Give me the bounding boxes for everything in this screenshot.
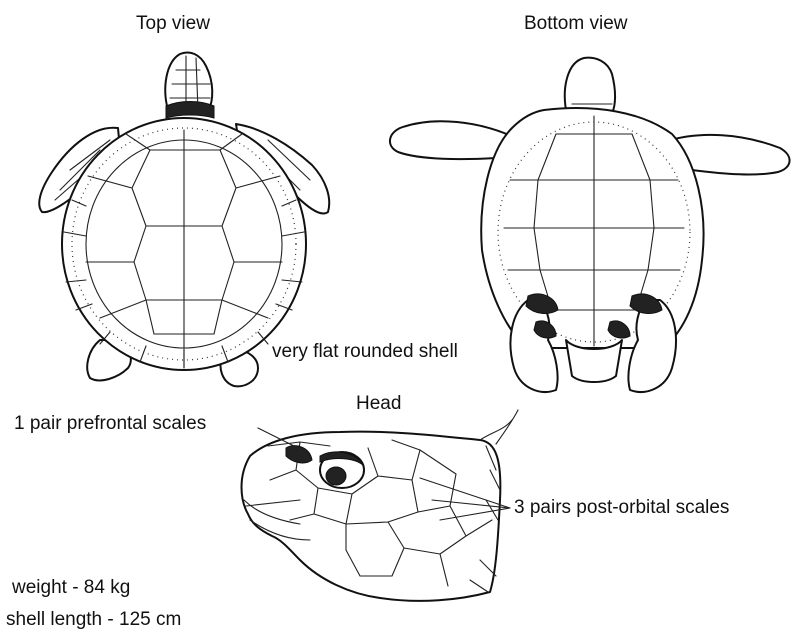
bottom-view-label: Bottom view bbox=[524, 14, 627, 33]
shell-length-label: shell length - 125 cm bbox=[6, 610, 181, 629]
shell-note-label: very flat rounded shell bbox=[272, 342, 458, 361]
bottom-head bbox=[565, 58, 615, 114]
prefrontal-label: 1 pair prefrontal scales bbox=[14, 414, 206, 433]
head-label: Head bbox=[356, 394, 401, 413]
postorbital-label: 3 pairs post-orbital scales bbox=[514, 498, 729, 517]
head-side-view bbox=[242, 410, 519, 601]
top-view-label: Top view bbox=[136, 14, 210, 33]
weight-label: weight - 84 kg bbox=[12, 578, 130, 597]
top-view-turtle bbox=[39, 53, 329, 387]
